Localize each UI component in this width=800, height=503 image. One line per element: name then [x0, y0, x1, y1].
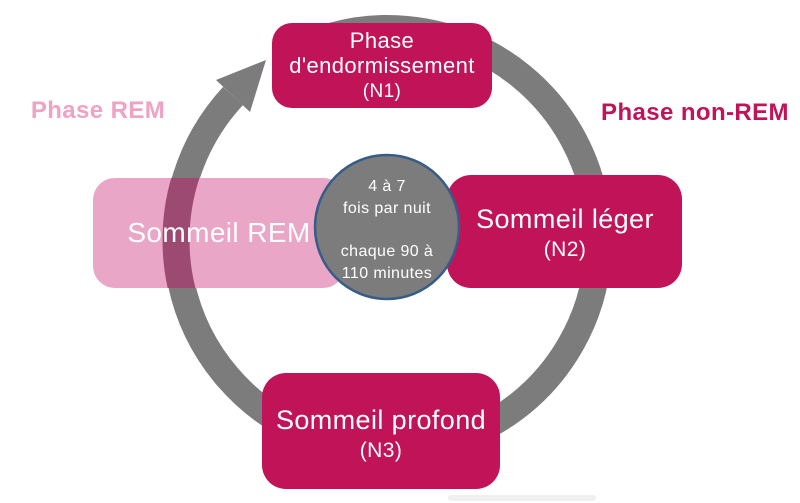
bottom-faint-bar [448, 495, 596, 501]
node-n1-box [272, 23, 492, 108]
node-rem-line1: Sommeil REM [127, 217, 310, 248]
node-n3-box [262, 373, 500, 489]
center-note-line3: chaque 90 à [341, 243, 433, 260]
node-n3-line1: Sommeil profond [276, 405, 486, 435]
node-rem-box [93, 178, 345, 288]
phase-non-rem-label: Phase non-REM [601, 99, 789, 126]
center-note-line4: 110 minutes [342, 265, 432, 282]
node-n2-line2: (N2) [544, 238, 586, 261]
center-circle [313, 153, 461, 301]
center-note-line2: fois par nuit [343, 200, 431, 217]
center-note-line1: 4 à 7 [368, 178, 406, 195]
node-n1-line3: (N1) [363, 81, 402, 102]
node-n1-line2: d'endormissement [289, 53, 474, 78]
node-n1-line1: Phase [350, 28, 414, 53]
cycle-arrowhead-icon [216, 60, 266, 112]
node-n2-line1: Sommeil léger [476, 204, 654, 234]
ring-through-rem-box [162, 178, 345, 288]
node-n2-box [447, 175, 682, 288]
phase-rem-label: Phase REM [31, 97, 165, 124]
node-n3-line2: (N3) [360, 439, 402, 462]
